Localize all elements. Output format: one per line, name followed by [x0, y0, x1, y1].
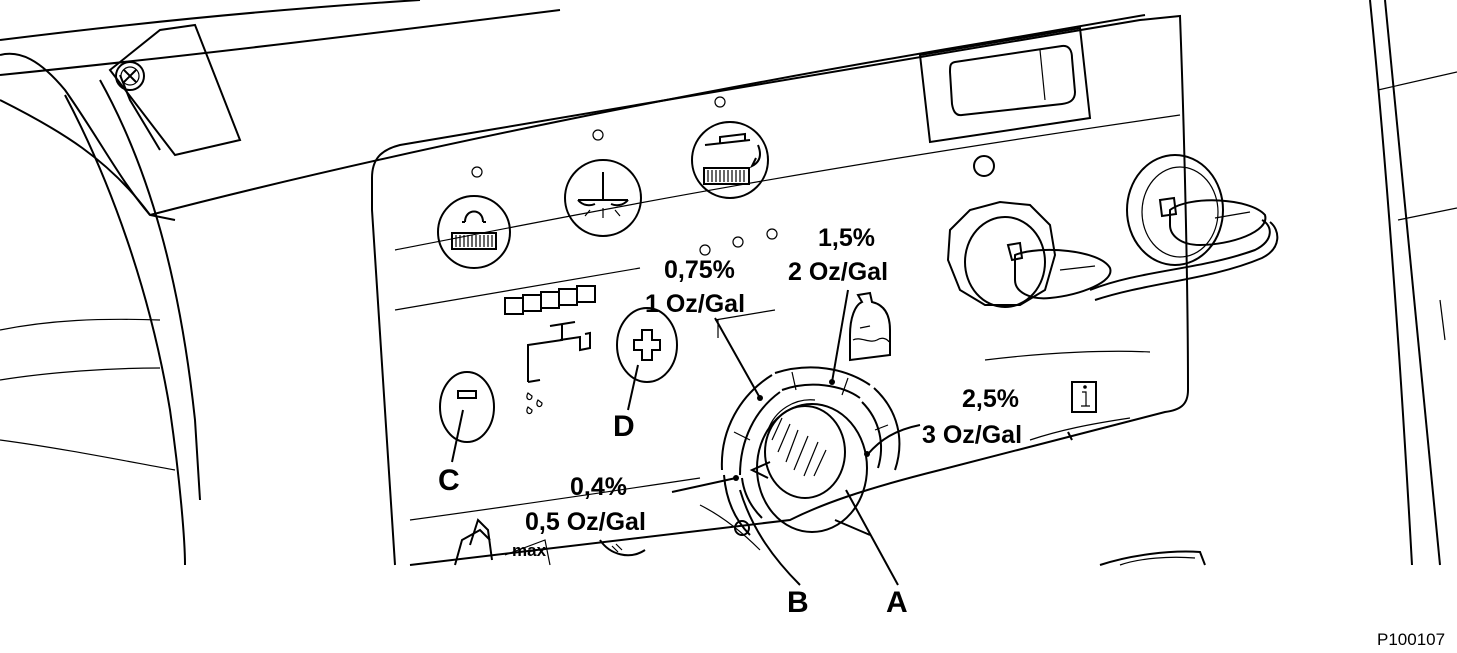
setting-15-oz: 2 Oz/Gal [788, 258, 888, 286]
solution-level-bar [504, 285, 596, 315]
brush-deck-icon [451, 210, 497, 250]
side-brush-button[interactable] [691, 121, 769, 199]
setting-04-percent: 0,4% [570, 473, 627, 501]
display-window [918, 26, 1092, 144]
key-switch-right[interactable] [1089, 154, 1279, 301]
callout-a: A [886, 586, 908, 619]
setting-label-25: 2,5% 3 Oz/Gal [922, 385, 1022, 449]
indicator-leds [471, 96, 995, 536]
callout-b: B [787, 586, 809, 619]
leader-25 [867, 424, 921, 455]
minus-icon [457, 390, 477, 399]
squeegee-button[interactable] [564, 159, 642, 237]
brush-deck-button[interactable] [437, 195, 511, 269]
leader-c [451, 409, 464, 463]
leader-d [627, 364, 639, 411]
bracket-screw [108, 23, 242, 157]
leader-25-hook [1067, 431, 1073, 441]
minus-button[interactable] [439, 371, 495, 443]
leader-15 [831, 289, 849, 383]
side-brush-icon [703, 132, 761, 185]
leader-lines [451, 289, 1073, 586]
setting-04-oz: 0,5 Oz/Gal [525, 508, 646, 536]
plus-icon [633, 329, 661, 361]
svg-text:max: max [512, 541, 547, 560]
faucet-icon [526, 321, 591, 415]
leader-b [739, 489, 801, 586]
right-frame [1369, 0, 1457, 566]
leader-04 [671, 477, 737, 493]
plus-button[interactable] [616, 307, 678, 383]
setting-label-15: 1,5% 2 Oz/Gal [788, 224, 888, 286]
setting-25-oz: 3 Oz/Gal [922, 421, 1022, 449]
figure-reference: P100107 [1377, 630, 1445, 649]
info-icon [1071, 381, 1097, 413]
leader-075 [714, 317, 761, 399]
concentration-dial[interactable] [720, 366, 901, 536]
callout-c: C [438, 464, 460, 497]
control-panel-plate [371, 14, 1190, 566]
callout-d: D [613, 410, 635, 443]
setting-075-percent: 0,75% [664, 256, 735, 284]
setting-25-percent: 2,5% [962, 385, 1019, 413]
setting-15-percent: 1,5% [818, 224, 875, 252]
machine-hood-outline [0, 0, 1146, 566]
key-switch-left[interactable] [946, 200, 1112, 308]
setting-label-04: 0,4% 0,5 Oz/Gal [525, 473, 646, 536]
squeegee-icon [577, 172, 629, 218]
setting-075-oz: 1 Oz/Gal [645, 290, 745, 318]
lower-panel-details: max [454, 309, 1206, 566]
setting-label-075: 0,75% 1 Oz/Gal [645, 256, 745, 318]
leader-a [845, 489, 899, 586]
detergent-bottle-icon [849, 291, 891, 362]
